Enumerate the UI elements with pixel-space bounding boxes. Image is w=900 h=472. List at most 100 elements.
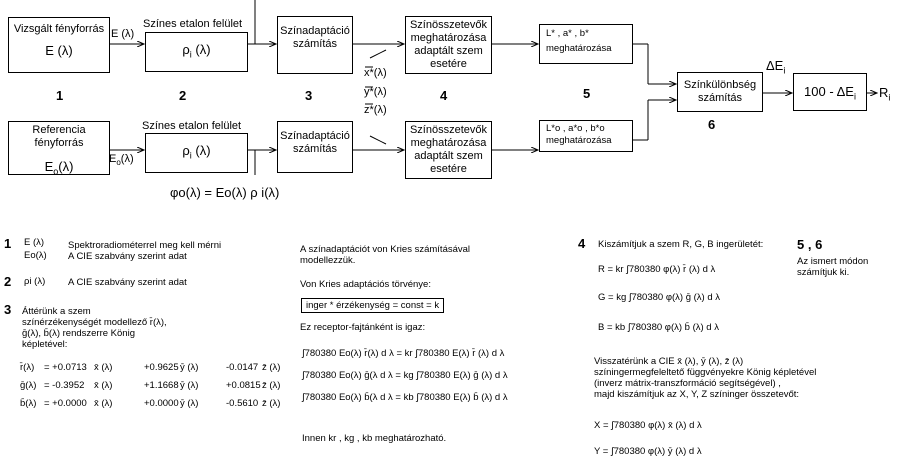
ri-text: R: [879, 85, 889, 100]
note1-sym: E (λ): [24, 237, 45, 248]
adaptation-box-bottom: Színadaptáció számítás: [277, 121, 353, 173]
konig-b: +0.9625: [144, 362, 179, 373]
konig-lhs: ḡ(λ): [20, 380, 37, 391]
delta-e-sub: i: [783, 65, 786, 76]
kries-eq-r: ∫780380 Eo(λ) r̄(λ) d λ = kr ∫780380 E(λ…: [302, 348, 505, 359]
cone-box-bottom: Színösszetevők meghatározása adaptált sz…: [405, 121, 492, 179]
konig-var: z̄ (λ): [262, 362, 281, 373]
back-line1: Visszatérünk a CIE x̄ (λ), ȳ (λ), z̄ (λ): [594, 356, 744, 367]
konig-var: x̄ (λ): [94, 398, 113, 409]
rho-sub: i: [189, 49, 192, 60]
back-line4: majd kiszámítjuk az X, Y, Z színinger ös…: [594, 389, 800, 400]
etalon-box-bottom: ρi (λ): [145, 133, 248, 173]
final-sub: i: [853, 91, 856, 102]
diff-box: Színkülönbség számítás: [677, 72, 763, 112]
konig-b: +1.1668: [144, 380, 179, 391]
adaptation-box-top: Színadaptáció számítás: [277, 16, 353, 74]
step-number-4: 4: [440, 88, 448, 103]
eo-symbol: E: [44, 159, 54, 174]
note-number-2: 2: [4, 274, 12, 289]
note-number-3: 3: [4, 302, 12, 317]
note2-sym: ρi (λ): [24, 276, 46, 287]
cone-box-top: Színösszetevők meghatározása adaptált sz…: [405, 16, 492, 74]
back-line3: (inverz mátrix-transzformáció segítségév…: [594, 378, 781, 389]
final-text: 100 - ΔE: [804, 84, 854, 99]
kries-eq-g: ∫780380 Eo(λ) ḡ(λ d λ = kg ∫780380 E(λ) …: [302, 370, 508, 381]
lab-box-top: L* , a* , b* meghatározása: [539, 24, 633, 64]
note-number-1: 1: [4, 236, 12, 251]
adaptation-label-bottom: Színadaptáció számítás: [280, 130, 350, 155]
ybar-label: y*(λ): [364, 86, 387, 98]
kries-law: inger * érzékenység = const = k: [301, 298, 445, 313]
lab-label-top: L* , a* , b*: [546, 28, 589, 39]
etalon-label-top: Színes etalon felület: [143, 18, 243, 30]
test-source-box: Vizsgált fényforrás E (λ): [8, 17, 110, 73]
eo-arg: (λ): [58, 159, 74, 174]
rho-symbol: ρ: [182, 42, 190, 57]
arrow-label-eo: Eo(λ): [109, 153, 134, 169]
eo-sub: o: [53, 166, 59, 177]
rho-top: ρi (λ): [146, 42, 247, 60]
etalon-box-top: ρi (λ): [145, 32, 248, 72]
right-n56-text: Az ismert módon számítjuk ki.: [797, 256, 869, 278]
note1b-sym: Eo(λ): [24, 250, 47, 261]
rho-arg-bottom: (λ): [195, 143, 211, 158]
xbar-label: x*(λ): [364, 67, 387, 79]
rho-symbol-bottom: ρ: [182, 143, 190, 158]
middle-p1: A színadaptációt von Kries számításával …: [300, 244, 471, 266]
konig-var: x̄ (λ): [94, 362, 113, 373]
konig-b: +0.0000: [144, 398, 179, 409]
lab-label2-top: meghatározása: [546, 43, 612, 54]
middle-p3: Ez receptor-fajtánként is igaz:: [300, 322, 426, 333]
y-equation: Y = ∫780380 φ(λ) ȳ (λ) d λ: [594, 446, 702, 457]
arrow-eo-text: E: [109, 153, 117, 165]
konig-var: ȳ (λ): [180, 380, 199, 391]
reference-source-box: Referencia fényforrás Eo(λ): [8, 121, 110, 177]
rho-bottom: ρi (λ): [146, 143, 247, 161]
arrow-eo-sub: o: [116, 158, 121, 168]
etalon-label-bottom: Színes etalon felület: [142, 120, 242, 132]
lab-box-bottom: L*o , a*o , b*o meghatározása: [539, 120, 633, 152]
kries-eq-b: ∫780380 Eo(λ) b̄(λ d λ = kb ∫780380 E(λ)…: [302, 392, 508, 403]
lab-label-bottom: L*o , a*o , b*o: [546, 123, 605, 134]
note2-text: A CIE szabvány szerint adat: [68, 277, 187, 288]
konig-var: ȳ (λ): [180, 398, 199, 409]
b-equation: B = kb ∫780380 φ(λ) b̄ (λ) d λ: [598, 322, 719, 333]
konig-a: = +0.0000: [44, 398, 87, 409]
reference-source-label: Referencia fényforrás: [32, 124, 86, 149]
rho-sub-bottom: i: [189, 150, 192, 161]
step-number-1: 1: [56, 88, 64, 103]
middle-p2: Von Kries adaptációs törvénye:: [300, 279, 431, 290]
step-number-5: 5: [583, 86, 591, 101]
middle-p4: Innen kr , kg , kb meghatározható.: [302, 433, 447, 444]
r-equation: R = kr ∫780380 φ(λ) r̄ (λ) d λ: [598, 264, 716, 275]
konig-var: x̄ (λ): [94, 380, 113, 391]
right-number-4: 4: [578, 236, 586, 251]
cone-label-top: Színösszetevők meghatározása adaptált sz…: [409, 19, 488, 70]
g-equation: G = kg ∫780380 φ(λ) ḡ (λ) d λ: [598, 292, 721, 303]
right-back-text: Visszatérünk a CIE x̄ (λ), ȳ (λ), z̄ (λ)…: [594, 356, 816, 400]
konig-lhs: b̄(λ): [20, 398, 37, 409]
rho-arg: (λ): [195, 42, 211, 57]
delta-e-text: ΔE: [766, 58, 784, 73]
step-number-3: 3: [305, 88, 313, 103]
note1b-text: A CIE szabvány szerint adat: [68, 251, 187, 262]
konig-c: +0.0815: [226, 380, 261, 391]
step-number-2: 2: [179, 88, 187, 103]
zbar-label: z*(λ): [364, 104, 387, 116]
note3-text: Áttérünk a szem színérzékenységét modell…: [22, 306, 167, 350]
delta-e-label: ΔEi: [766, 58, 785, 76]
ri-label: Ri: [879, 85, 890, 103]
note3-line1: Áttérünk a szem: [22, 306, 91, 317]
test-source-label: Vizsgált fényforrás: [13, 23, 105, 35]
konig-a: = +0.0713: [44, 362, 87, 373]
arrow-eo-arg: (λ): [120, 153, 134, 165]
note3-line3: ḡ(λ), b̄(λ) rendszerre König: [22, 328, 135, 339]
konig-var: z̄ (λ): [262, 398, 281, 409]
back-line2: színingermegfeleltető függvényekre König…: [594, 367, 817, 378]
final-label: 100 - ΔEi: [794, 84, 866, 102]
